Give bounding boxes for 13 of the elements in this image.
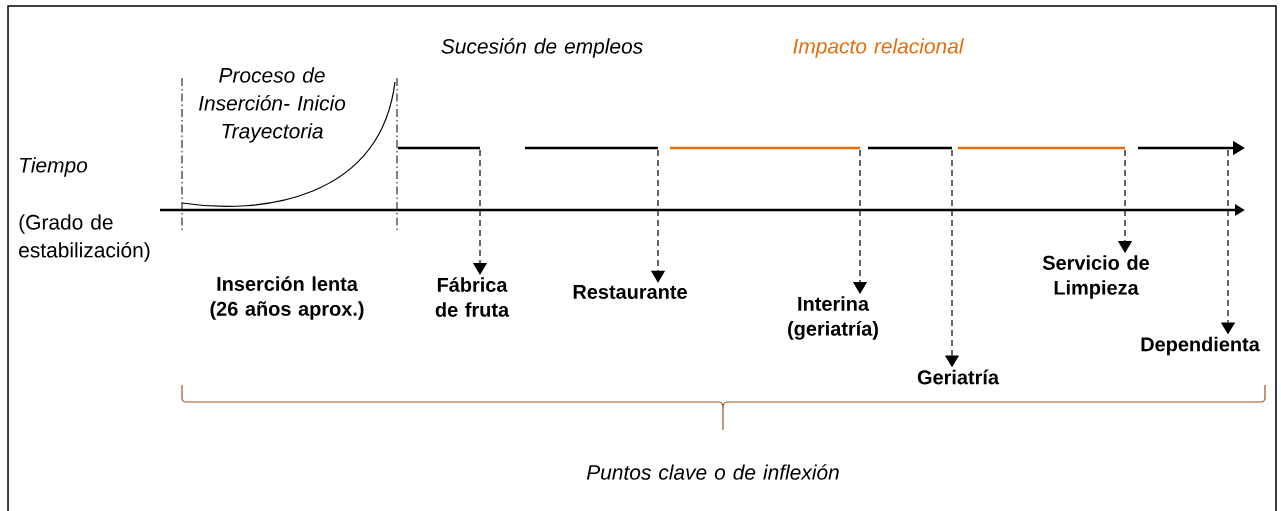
axis-label: Tiempo bbox=[20, 157, 88, 177]
job-label: Inserción lenta (26 años aprox.) bbox=[210, 276, 364, 320]
section-heading: Sucesión de empleos bbox=[441, 38, 643, 58]
process-label: Proceso de Inserción- Inicio Trayectoria bbox=[199, 67, 346, 143]
job-label: Servicio de Limpieza bbox=[1042, 255, 1150, 299]
section-heading: Impacto relacional bbox=[793, 38, 964, 58]
job-label: Fábrica de fruta bbox=[435, 277, 510, 317]
job-label: Dependienta bbox=[1141, 336, 1260, 356]
job-label: Interina (geriatría) bbox=[788, 296, 878, 340]
job-label: Geriatría bbox=[917, 369, 1000, 385]
job-label: Restaurante bbox=[573, 285, 687, 299]
brace-label: Puntos clave o de inflexión bbox=[586, 464, 839, 480]
axis-label: (Grado de estabilización) bbox=[19, 214, 150, 262]
